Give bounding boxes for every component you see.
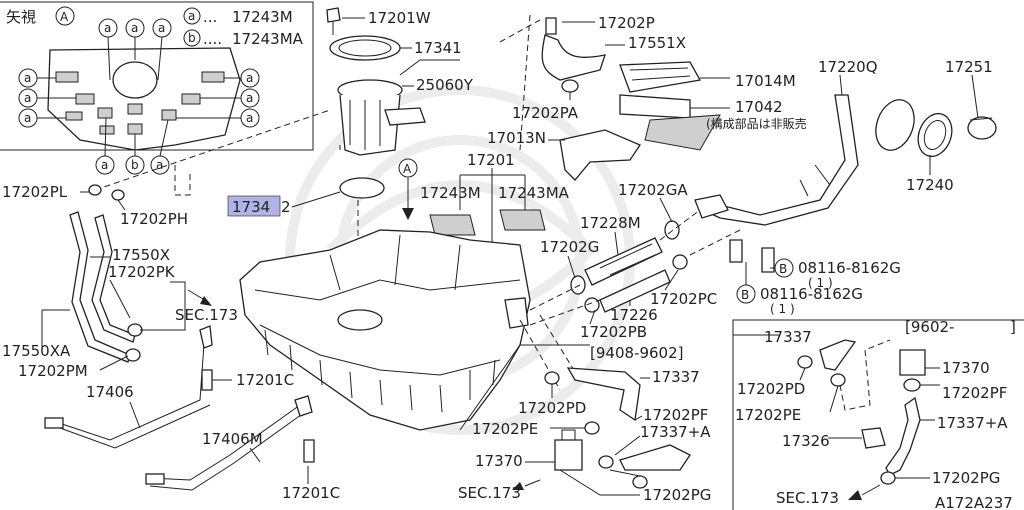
bolt1-key: B: [779, 262, 787, 276]
pad-17243MA: [499, 209, 546, 231]
label-17201C-b: 17201C: [282, 484, 340, 502]
label-17341: 17341: [414, 39, 462, 57]
legend-part-a: 17243M: [232, 8, 293, 26]
label-17202PE-a: 17202PE: [472, 420, 538, 438]
diagram-ref-code: A172A237: [935, 494, 1013, 510]
svg-text:a: a: [131, 21, 138, 35]
label-17342-highlight: 1734: [232, 198, 270, 216]
svg-text:a: a: [24, 91, 31, 105]
label-sec173-b: SEC.173: [458, 484, 521, 502]
pump-hose-parts: [541, 17, 721, 181]
svg-text:a: a: [104, 21, 111, 35]
label-17551X: 17551X: [628, 34, 686, 52]
legend-dots-a: ...: [203, 8, 217, 26]
label-17202PD-a: 17202PD: [518, 399, 586, 417]
fuel-tank: [239, 229, 531, 431]
label-17220Q: 17220Q: [818, 58, 878, 76]
fuel-pump-sender: [326, 7, 460, 156]
label-17337A-b: 17337+A: [937, 414, 1008, 432]
label-17228M: 17228M: [580, 214, 641, 232]
label-17226: 17226: [610, 306, 658, 324]
svg-text:a: a: [246, 91, 253, 105]
svg-text:a: a: [101, 158, 108, 172]
label-17550X: 17550X: [112, 246, 170, 264]
label-17201C-a: 17201C: [236, 371, 294, 389]
label-17202PF-b: 17202PF: [942, 384, 1007, 402]
label-17337-a: 17337: [652, 368, 700, 386]
label-sec173-a: SEC.173: [175, 306, 238, 324]
label-17240: 17240: [906, 176, 954, 194]
label-17326: 17326: [782, 432, 830, 450]
label-17550XA: 17550XA: [2, 342, 71, 360]
label-17202PL: 17202PL: [2, 183, 68, 201]
label-range-9602-end: ]: [1010, 318, 1016, 336]
gasket-17342: [339, 177, 385, 199]
view-a-marker: A: [60, 10, 69, 24]
filler-hoses: [570, 194, 775, 313]
label-17201: 17201: [467, 151, 515, 169]
group-9602: [9602- ]: [732, 318, 1024, 510]
svg-text:a: a: [246, 71, 253, 85]
label-17337-b: 17337: [764, 328, 812, 346]
left-lines: [44, 184, 315, 491]
label-17202PM: 17202PM: [18, 362, 88, 380]
label-17201W: 17201W: [368, 9, 431, 27]
label-17202PD-b: 17202PD: [737, 380, 805, 398]
label-17243M: 17243M: [420, 184, 481, 202]
legend-key-b: b: [188, 31, 196, 45]
label-17202GA: 17202GA: [618, 181, 688, 199]
view-a-inset: 矢視 A a ... 17243M b .... 17243MA a a a a…: [0, 1, 314, 175]
label-17202P: 17202P: [598, 14, 655, 32]
label-17013N: 17013N: [487, 129, 546, 147]
label-17406M: 17406M: [202, 430, 263, 448]
label-17202PG-a: 17202PG: [643, 486, 711, 504]
highlight-17342: [227, 195, 281, 217]
label-17202PH: 17202PH: [120, 210, 188, 228]
svg-text:a: a: [24, 111, 31, 125]
view-marker-a: A: [403, 162, 412, 176]
label-17042: 17042: [735, 98, 783, 116]
label-17202PE-b: 17202PE: [735, 406, 801, 424]
label-17251: 17251: [945, 58, 993, 76]
bolt2-key: B: [741, 288, 749, 302]
label-08116-8162G-a: 08116-8162G: [798, 259, 901, 277]
bolt2-qty: ( 1 ): [770, 302, 795, 316]
label-17202PG-b: 17202PG: [932, 469, 1000, 487]
label-17337A-a: 17337+A: [640, 423, 711, 441]
label-17202PA: 17202PA: [512, 104, 579, 122]
label-17202PK: 17202PK: [108, 263, 176, 281]
legend-part-b: 17243MA: [232, 30, 304, 48]
label-17342-suffix: 2: [281, 198, 291, 216]
svg-text:b: b: [131, 158, 139, 172]
label-17014M: 17014M: [735, 72, 796, 90]
label-17243MA: 17243MA: [498, 184, 570, 202]
svg-text:a: a: [246, 111, 253, 125]
group-9408-9602: [9408-9602]: [459, 344, 691, 489]
legend-dots-b: ....: [203, 30, 222, 48]
svg-text:a: a: [158, 21, 165, 35]
view-a-title: 矢視: [6, 8, 36, 26]
label-range-9408: [9408-9602]: [590, 344, 683, 362]
tank-top-plate: [47, 47, 241, 151]
label-17370-a: 17370: [475, 452, 523, 470]
label-sec173-c: SEC.173: [776, 489, 839, 507]
note-not-sold: (構成部品は非販売: [706, 116, 807, 131]
label-17406: 17406: [86, 383, 134, 401]
label-08116-8162G-b: 08116-8162G: [760, 285, 863, 303]
legend-key-a: a: [188, 9, 195, 23]
label-17202PF-a: 17202PF: [643, 406, 708, 424]
view-a-clip-bubbles: a a a a a a a a a a a b: [18, 18, 260, 175]
label-25060Y: 25060Y: [416, 76, 474, 94]
label-17370-b: 17370: [942, 359, 990, 377]
label-range-9602: [9602-: [905, 318, 954, 336]
label-17202G: 17202G: [540, 238, 599, 256]
svg-text:a: a: [24, 71, 31, 85]
label-17202PC: 17202PC: [650, 290, 717, 308]
bolt1-qty: ( 1 ): [808, 276, 833, 290]
label-17202PB: 17202PB: [580, 323, 647, 341]
pad-17243M: [429, 214, 476, 236]
svg-text:a: a: [156, 158, 163, 172]
